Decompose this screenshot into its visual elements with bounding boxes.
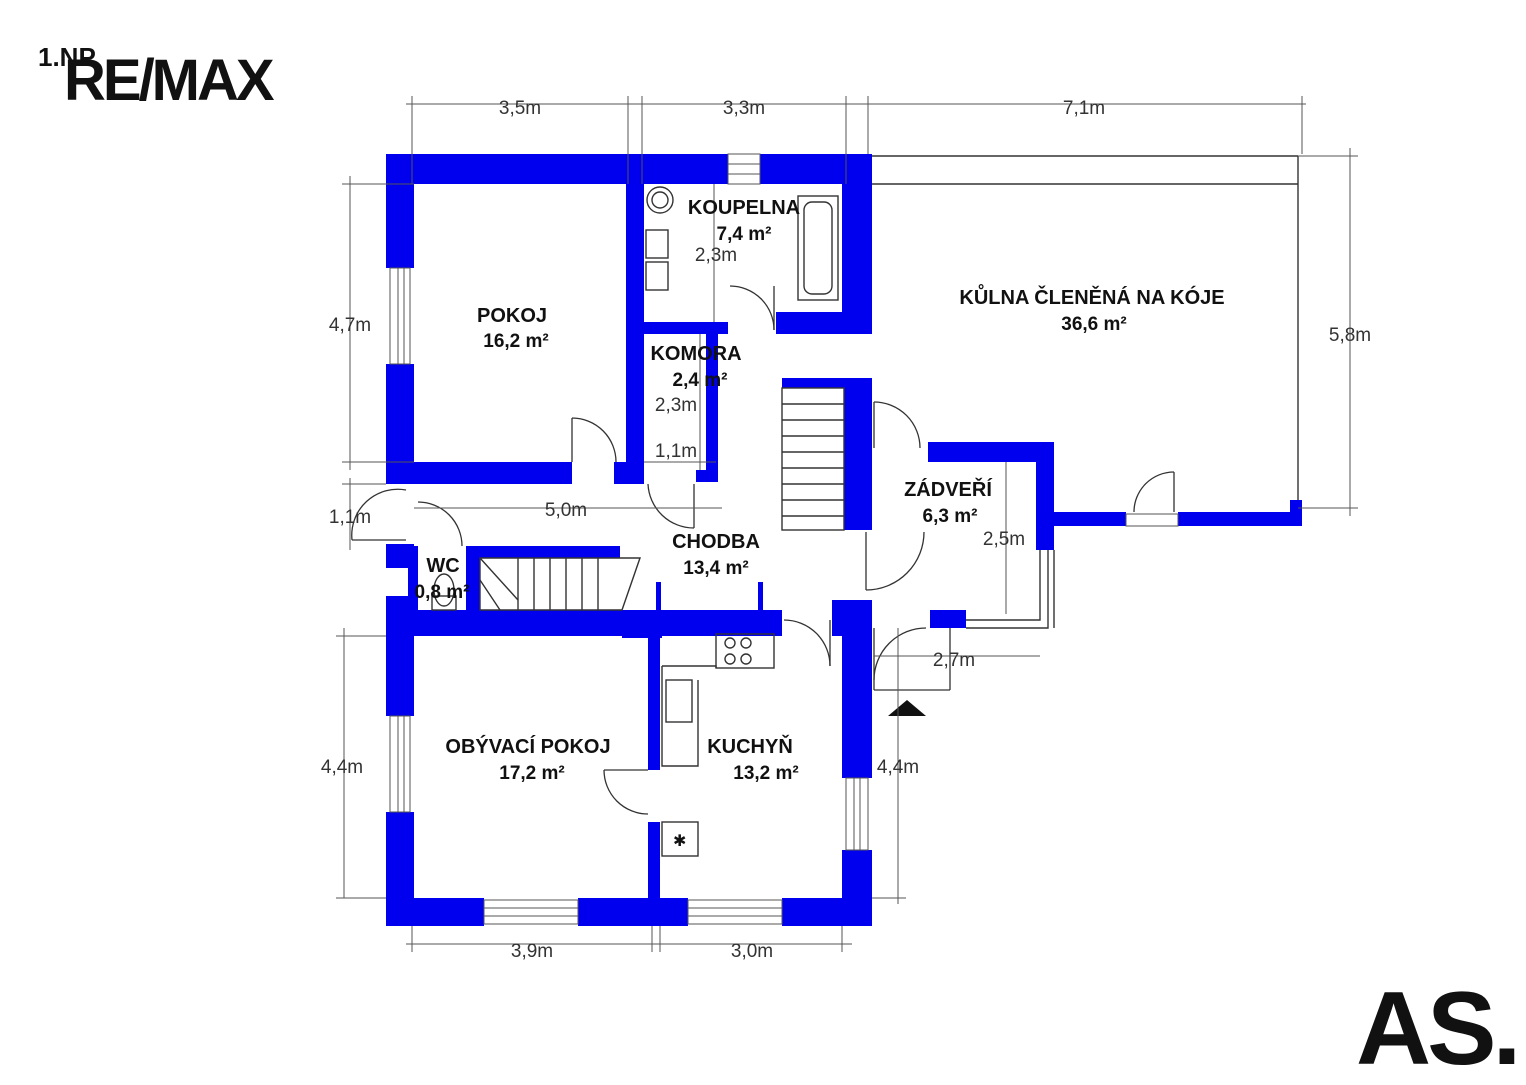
dim-left-entry: 1,1m [329, 507, 371, 528]
room-zadveri-name: ZÁDVEŘÍ [904, 477, 992, 501]
entrance-arrow [888, 700, 926, 716]
window-obyvaci-left [389, 715, 411, 813]
toilet-icon [433, 573, 455, 607]
remax-logo: 1.NP RE/MAX [38, 42, 278, 113]
stairs [479, 387, 845, 611]
room-kulna-name: KŮLNA ČLENĚNÁ NA KÓJE [959, 283, 1224, 309]
shed-outline [870, 155, 1299, 525]
dimension-lines [336, 96, 1358, 952]
dim-left-pokoj: 4,7m [329, 315, 371, 336]
window-kuchyn-bottom [687, 899, 783, 925]
window-obyvaci-bottom [483, 899, 579, 925]
dim-chodba-len: 5,0m [545, 500, 587, 521]
fixtures: ✱ [431, 186, 839, 857]
dim-right-kulna: 5,8m [1329, 325, 1371, 346]
room-wc-name: WC [426, 555, 459, 577]
stove-icon [715, 633, 775, 669]
window-pokoj [389, 267, 411, 365]
room-chodba-area: 13,4 m² [683, 558, 748, 579]
dim-koupelna-inner: 2,3m [695, 245, 737, 266]
dimension-labels: 3,5m 3,3m 7,1m 4,7m 5,8m 2,3m 2,3m 1,1m … [321, 98, 1371, 962]
room-koupelna-area: 7,4 m² [717, 224, 772, 245]
sink-icon [645, 261, 669, 291]
room-koupelna-name: KOUPELNA [688, 197, 800, 219]
stove-heater-icon [661, 821, 699, 857]
room-labels: POKOJ 16,2 m² KOUPELNA 7,4 m² KŮLNA ČLEN… [415, 197, 1225, 784]
dim-komora-width: 1,1m [655, 441, 697, 462]
dim-top-right: 7,1m [1063, 98, 1105, 119]
room-kuchyn-area: 13,2 m² [733, 763, 798, 784]
room-kulna-area: 36,6 m² [1061, 314, 1126, 335]
dim-komora-inner: 2,3m [655, 395, 697, 416]
as-logo-text: AS. [1356, 971, 1517, 1080]
doors [351, 285, 1175, 815]
bathtub-icon [797, 195, 839, 301]
dim-zadveri-h: 2,5m [983, 529, 1025, 550]
floor-label: 1.NP [38, 42, 96, 72]
window-kuchyn-right [845, 777, 869, 851]
walls [386, 154, 1302, 926]
room-pokoj-area: 16,2 m² [483, 331, 548, 352]
dim-left-obyvaci: 4,4m [321, 757, 363, 778]
dim-bottom-right: 3,0m [731, 941, 773, 962]
room-pokoj-name: POKOJ [477, 305, 547, 327]
dim-top-mid: 3,3m [723, 98, 765, 119]
room-obyvaci-name: OBÝVACÍ POKOJ [445, 734, 610, 758]
room-obyvaci-area: 17,2 m² [499, 763, 564, 784]
room-chodba-name: CHODBA [672, 531, 760, 553]
remax-logo-text: RE/MAX [64, 48, 275, 113]
room-wc-area: 0,8 m² [415, 582, 470, 603]
dim-bottom-left: 3,9m [511, 941, 553, 962]
kitchen-sink-icon [665, 679, 693, 723]
room-komora-area: 2,4 m² [673, 370, 728, 391]
dim-right-kuchyn: 4,4m [877, 757, 919, 778]
sink-icon [645, 229, 669, 259]
door-sill-shed [1125, 513, 1179, 527]
room-kuchyn-name: KUCHYŇ [707, 734, 793, 758]
windows [389, 153, 1179, 925]
svg-text:✱: ✱ [673, 833, 686, 850]
dim-zadveri-w: 2,7m [933, 650, 975, 671]
room-komora-name: KOMORA [650, 343, 741, 365]
as-logo: AS. [1356, 971, 1521, 1085]
dim-top-left: 3,5m [499, 98, 541, 119]
washing-machine-icon [646, 186, 674, 214]
room-zadveri-area: 6,3 m² [923, 506, 978, 527]
window-koupelna [727, 153, 761, 185]
